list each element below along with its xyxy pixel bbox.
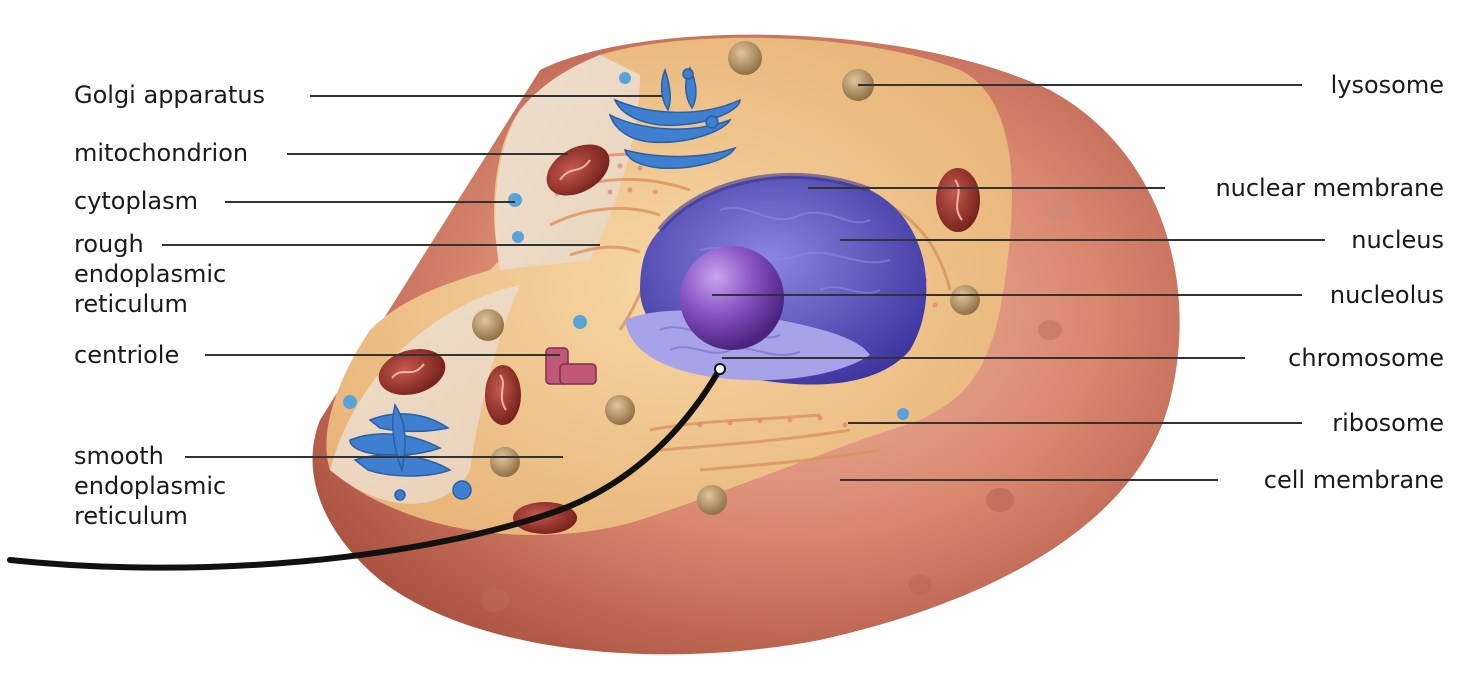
label-cytoplasm: cytoplasm <box>74 186 198 216</box>
label-centriole: centriole <box>74 340 179 370</box>
label-rough-er: rough endoplasmic reticulum <box>74 229 226 319</box>
label-smooth-er-line-3: reticulum <box>74 501 226 531</box>
label-rough-er-line-1: rough <box>74 229 226 259</box>
label-smooth-er-line-2: endoplasmic <box>74 471 226 501</box>
label-smooth-er: smooth endoplasmic reticulum <box>74 441 226 531</box>
label-golgi-apparatus: Golgi apparatus <box>74 80 265 110</box>
label-mitochondrion: mitochondrion <box>74 138 248 168</box>
label-nuclear-membrane: nuclear membrane <box>1215 173 1444 203</box>
label-chromosome: chromosome <box>1288 343 1444 373</box>
label-nucleolus: nucleolus <box>1330 280 1444 310</box>
label-smooth-er-line-1: smooth <box>74 441 226 471</box>
label-nucleus: nucleus <box>1351 225 1444 255</box>
pointer-end <box>715 364 725 374</box>
label-rough-er-line-2: endoplasmic <box>74 259 226 289</box>
label-rough-er-line-3: reticulum <box>74 289 226 319</box>
label-cell-membrane: cell membrane <box>1264 465 1444 495</box>
label-ribosome: ribosome <box>1332 408 1444 438</box>
label-lysosome: lysosome <box>1331 70 1444 100</box>
